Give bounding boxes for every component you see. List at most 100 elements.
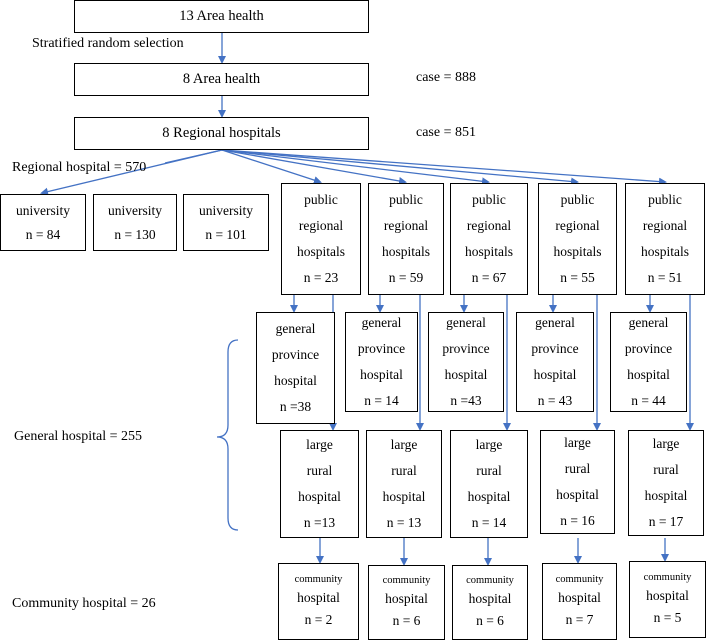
- public-label: public: [304, 192, 338, 207]
- rural-count: n = 13: [386, 515, 422, 530]
- hospital-label: hospital: [468, 590, 512, 606]
- large-label: large: [564, 435, 591, 450]
- regional-hospitals-8-label: 8 Regional hospitals: [162, 125, 281, 141]
- regional-label: regional: [298, 218, 344, 233]
- rural-count: n = 17: [648, 514, 684, 529]
- large-rural-hospital-box: large rural hospital n = 13: [366, 430, 442, 538]
- university-name: university: [199, 202, 253, 218]
- general-province-hospital-box: general province hospital n = 14: [345, 312, 418, 412]
- community-hospital-box: community hospital n = 7: [542, 563, 617, 640]
- large-rural-hospital-box: large rural hospital n =13: [280, 430, 359, 538]
- hospital-label: hospital: [558, 589, 601, 605]
- general-count: n = 43: [537, 393, 573, 408]
- community-label: community: [555, 573, 604, 585]
- general-label: general: [535, 315, 575, 330]
- general-hospital-total-label: General hospital = 255: [14, 429, 143, 444]
- community-label: community: [382, 574, 431, 586]
- public-label: public: [389, 192, 423, 207]
- community-hospital-box: community hospital n = 6: [452, 565, 528, 640]
- hospital-label: hospital: [627, 367, 670, 382]
- general-province-hospital-box: general province hospital n = 44: [610, 312, 687, 412]
- community-count: n = 6: [392, 612, 421, 628]
- hospitals-label: hospitals: [381, 244, 430, 259]
- community-label: community: [466, 574, 514, 586]
- community-label: community: [643, 571, 692, 583]
- case-851-label: case = 851: [416, 125, 476, 140]
- community-count: n = 6: [476, 612, 504, 628]
- general-count: n =38: [279, 399, 312, 414]
- public-label: public: [648, 192, 682, 207]
- rural-label: rural: [391, 463, 417, 478]
- general-count: n = 44: [631, 393, 666, 408]
- rural-label: rural: [306, 463, 333, 478]
- province-label: province: [357, 341, 406, 356]
- rural-count: n = 16: [560, 513, 595, 528]
- selection-label: Stratified random selection: [32, 36, 184, 51]
- area-health-8-box: 8 Area health: [74, 63, 369, 96]
- regional-hospital-total-label: Regional hospital = 570: [12, 160, 147, 175]
- public-regional-hospitals-box: public regional hospitals n = 67: [450, 183, 528, 295]
- hospitals-label: hospitals: [296, 244, 345, 259]
- university-count: n = 84: [25, 226, 61, 242]
- public-regional-hospitals-box: public regional hospitals n = 51: [625, 183, 705, 295]
- large-label: large: [390, 437, 418, 452]
- university-box: university n = 130: [93, 194, 177, 251]
- large-label: large: [475, 437, 503, 452]
- hospital-label: hospital: [533, 367, 577, 382]
- regional-label: regional: [466, 218, 512, 233]
- hospital-label: hospital: [644, 488, 688, 503]
- hospitals-label: hospitals: [553, 244, 602, 259]
- hospital-label: hospital: [360, 367, 403, 382]
- public-count: n = 51: [647, 270, 683, 285]
- rural-label: rural: [564, 461, 591, 476]
- general-count: n = 14: [364, 393, 399, 408]
- area-health-13-box: 13 Area health: [74, 0, 369, 33]
- area-health-8-label: 8 Area health: [182, 71, 261, 87]
- area-health-13-label: 13 Area health: [179, 8, 264, 24]
- general-province-hospital-box: general province hospital n =38: [256, 312, 335, 424]
- regional-label: regional: [642, 218, 688, 233]
- general-count: n =43: [450, 393, 482, 408]
- hospital-label: hospital: [298, 489, 341, 504]
- hospital-label: hospital: [556, 487, 599, 502]
- public-count: n = 67: [471, 270, 507, 285]
- university-count: n = 130: [114, 226, 156, 242]
- community-count: n = 5: [653, 609, 682, 625]
- community-hospital-box: community hospital n = 2: [278, 563, 359, 640]
- university-name: university: [16, 202, 70, 218]
- regional-label: regional: [383, 218, 429, 233]
- rural-label: rural: [653, 462, 679, 477]
- province-label: province: [271, 347, 320, 362]
- general-label: general: [275, 321, 316, 336]
- rural-count: n = 14: [471, 515, 507, 530]
- community-hospital-box: community hospital n = 5: [629, 561, 706, 638]
- large-rural-hospital-box: large rural hospital n = 16: [540, 430, 615, 534]
- hospital-label: hospital: [646, 587, 689, 603]
- regional-label: regional: [555, 218, 600, 233]
- arrow-to-public-4: [221, 149, 579, 186]
- hospital-label: hospital: [274, 373, 317, 388]
- arrow-to-university: [40, 149, 223, 196]
- community-label: community: [294, 573, 343, 585]
- public-regional-hospitals-box: public regional hospitals n = 59: [368, 183, 444, 295]
- arrow-to-public-2: [221, 149, 407, 185]
- public-regional-hospitals-box: public regional hospitals n = 23: [281, 183, 361, 295]
- province-label: province: [531, 341, 579, 356]
- university-box: university n = 84: [0, 194, 86, 251]
- community-count: n = 7: [565, 611, 594, 627]
- public-count: n = 23: [303, 270, 339, 285]
- general-province-hospital-box: general province hospital n = 43: [516, 312, 594, 412]
- hospitals-label: hospitals: [464, 244, 513, 259]
- arrow-to-public-1: [221, 149, 322, 184]
- case-888-label: case = 888: [416, 70, 476, 85]
- general-province-hospital-box: general province hospital n =43: [428, 312, 504, 412]
- large-label: large: [306, 437, 333, 452]
- hospital-label: hospital: [467, 489, 511, 504]
- large-rural-hospital-box: large rural hospital n = 17: [628, 430, 704, 536]
- hospital-label: hospital: [297, 589, 340, 605]
- community-hospital-total-label: Community hospital = 26: [12, 596, 156, 611]
- rural-count: n =13: [303, 515, 336, 530]
- large-rural-hospital-box: large rural hospital n = 14: [450, 430, 528, 538]
- hospital-label: hospital: [382, 489, 426, 504]
